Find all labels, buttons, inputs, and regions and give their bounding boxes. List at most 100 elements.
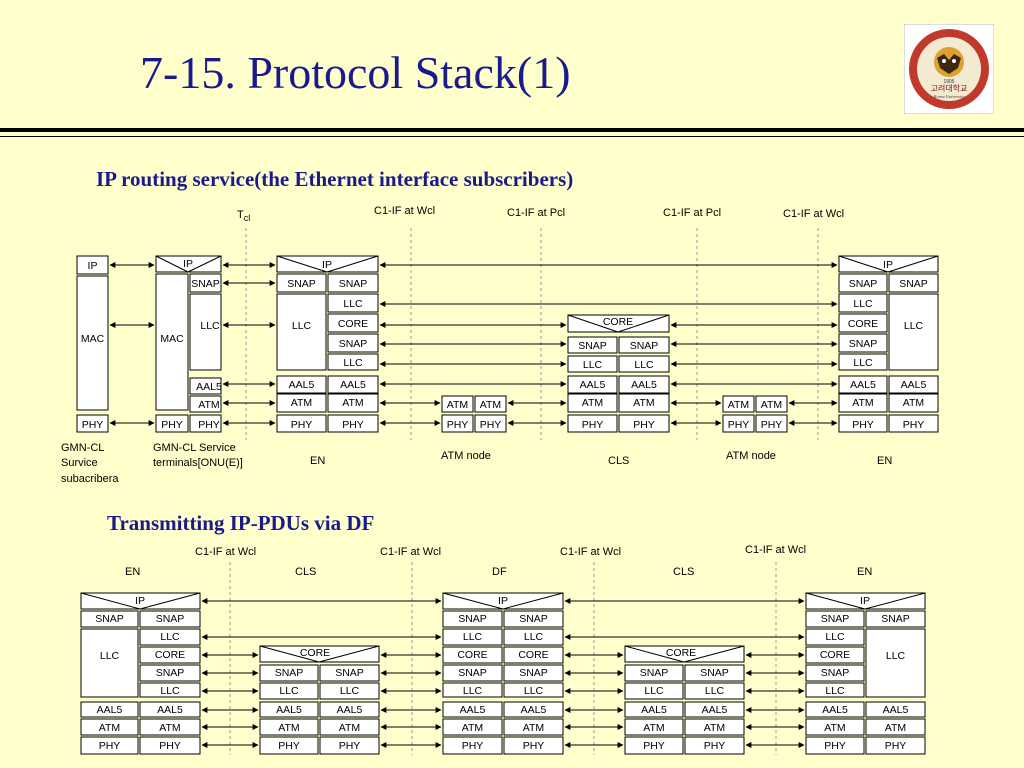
- s2-cls-left-label: CLS: [295, 566, 316, 578]
- s1-atm-node-right-stack: [722, 395, 788, 433]
- s2-df-llc-b: LLC: [524, 631, 544, 643]
- s1-terminal-stack: [155, 255, 222, 433]
- s2-enl-snap-a: SNAP: [95, 613, 124, 625]
- s1-cls-aal5-b: AAL5: [631, 379, 657, 391]
- s2-df-llc-c: LLC: [463, 685, 483, 697]
- s1-subscriber-label-1: GMN-CL: [61, 442, 104, 454]
- s2-cls-right-stack: [624, 645, 745, 755]
- s1-atml-atm-a: ATM: [447, 399, 468, 411]
- s2-enl-snap-c: SNAP: [156, 667, 185, 679]
- s2-df-label: DF: [492, 566, 507, 578]
- s2-enl-llc-a: LLC: [100, 650, 120, 662]
- s2-df-llc-a: LLC: [463, 631, 483, 643]
- s2-clsr-phy-b: PHY: [704, 740, 726, 752]
- s2-enl-aal5-a: AAL5: [97, 704, 123, 716]
- s1-cls-phy-a: PHY: [582, 419, 604, 431]
- s2-enr-llc-b: LLC: [886, 650, 906, 662]
- s1-term-ip: IP: [183, 258, 193, 270]
- s2-clsl-aal5-b: AAL5: [337, 704, 363, 716]
- s2-df-phy-a: PHY: [462, 740, 484, 752]
- s2-clsr-atm-b: ATM: [704, 722, 725, 734]
- s1-cls-llc-a: LLC: [583, 359, 603, 371]
- university-logo-icon: 1905 고려대학교 Korea University: [904, 24, 994, 114]
- s2-enr-llc-c: LLC: [825, 685, 845, 697]
- s1-enr-llc-a: LLC: [853, 298, 873, 310]
- s1-cls-atm-a: ATM: [582, 397, 603, 409]
- s1-cls-core: CORE: [603, 316, 633, 328]
- s1-enl-llc-c: LLC: [343, 357, 363, 369]
- s1-atml-phy-b: PHY: [480, 419, 502, 431]
- s1-en-left-stack: [276, 255, 379, 433]
- s2-df-snap-b: SNAP: [519, 613, 548, 625]
- s2-clsl-atm-b: ATM: [339, 722, 360, 734]
- page-title: 7-15. Protocol Stack(1): [140, 47, 571, 98]
- s1-atm-node-left-stack: [441, 395, 507, 433]
- s2-enl-atm-a: ATM: [99, 722, 120, 734]
- s1-enl-llc-b: LLC: [343, 298, 363, 310]
- s2-ref-lines: [229, 562, 777, 755]
- s1-term-aal5: AAL5: [196, 381, 222, 393]
- s2-df-snap-d: SNAP: [519, 667, 548, 679]
- s1-term-atm: ATM: [198, 399, 219, 411]
- s2-enl-llc-b: LLC: [160, 631, 180, 643]
- s2-enl-llc-c: LLC: [160, 685, 180, 697]
- s2-df-core-b: CORE: [518, 649, 548, 661]
- s2-clsr-phy-a: PHY: [643, 740, 665, 752]
- s1-enr-core: CORE: [848, 318, 878, 330]
- s1-enl-atm-a: ATM: [291, 397, 312, 409]
- s1-enr-llc-b: LLC: [904, 320, 924, 332]
- s1-atm-node-left-label: ATM node: [441, 450, 491, 462]
- s1-enl-atm-b: ATM: [342, 397, 363, 409]
- s2-enr-aal5-b: AAL5: [883, 704, 909, 716]
- s1-cls-stack: [567, 314, 670, 433]
- s1-enr-phy-b: PHY: [903, 419, 925, 431]
- s1-term-mac: MAC: [160, 333, 184, 345]
- s2-enr-core: CORE: [820, 649, 850, 661]
- s2-clsl-snap-b: SNAP: [335, 667, 364, 679]
- s2-clsl-phy-a: PHY: [278, 740, 300, 752]
- s2-df-llc-d: LLC: [524, 685, 544, 697]
- s1-en-right-label: EN: [877, 455, 892, 467]
- s2-df-snap-c: SNAP: [458, 667, 487, 679]
- s1-tcl-label: Tcl: [237, 209, 250, 223]
- s2-if1-label: C1-IF at Wcl: [195, 546, 256, 558]
- s2-df-phy-b: PHY: [523, 740, 545, 752]
- s1-sub-phy: PHY: [82, 419, 104, 431]
- s2-if3-label: C1-IF at Wcl: [560, 546, 621, 558]
- s1-enr-snap-c: SNAP: [849, 338, 878, 350]
- title-underline-thin: [0, 136, 1024, 137]
- s1-enl-aal5-b: AAL5: [340, 379, 366, 391]
- s1-term-snap: SNAP: [191, 278, 220, 290]
- s2-clsr-snap-b: SNAP: [700, 667, 729, 679]
- s1-enl-core: CORE: [338, 318, 368, 330]
- s1-term-phy-mac: PHY: [161, 419, 183, 431]
- s1-atmr-phy-a: PHY: [728, 419, 750, 431]
- s1-enl-phy-b: PHY: [342, 419, 364, 431]
- s1-enl-snap-c: SNAP: [339, 338, 368, 350]
- s1-sub-mac: MAC: [81, 333, 105, 345]
- s2-enl-snap-b: SNAP: [156, 613, 185, 625]
- s2-df-ip: IP: [498, 595, 508, 607]
- s1-enr-aal5-b: AAL5: [901, 379, 927, 391]
- s1-atml-atm-b: ATM: [480, 399, 501, 411]
- s2-enr-phy-a: PHY: [824, 740, 846, 752]
- s1-terminal-label-2: terminals[ONU(E)]: [153, 457, 243, 469]
- s2-df-aal5-b: AAL5: [521, 704, 547, 716]
- s1-enr-llc-c: LLC: [853, 357, 873, 369]
- s1-atml-phy-a: PHY: [447, 419, 469, 431]
- s1-en-left-label: EN: [310, 455, 325, 467]
- s1-cls-atm-b: ATM: [633, 397, 654, 409]
- s1-if4-label: C1-IF at Wcl: [783, 208, 844, 220]
- s2-if2-label: C1-IF at Wcl: [380, 546, 441, 558]
- s2-clsl-snap-a: SNAP: [275, 667, 304, 679]
- s2-df-core-a: CORE: [457, 649, 487, 661]
- s1-cls-llc-b: LLC: [634, 359, 654, 371]
- logo-sub: Korea University: [933, 94, 965, 99]
- s2-clsl-core: CORE: [300, 647, 330, 659]
- s2-cls-left-stack: [259, 645, 380, 755]
- s1-if1-label: C1-IF at Wcl: [374, 205, 435, 217]
- s1-enl-llc-a: LLC: [292, 320, 312, 332]
- s2-enl-atm-b: ATM: [159, 722, 180, 734]
- s1-enr-atm-b: ATM: [903, 397, 924, 409]
